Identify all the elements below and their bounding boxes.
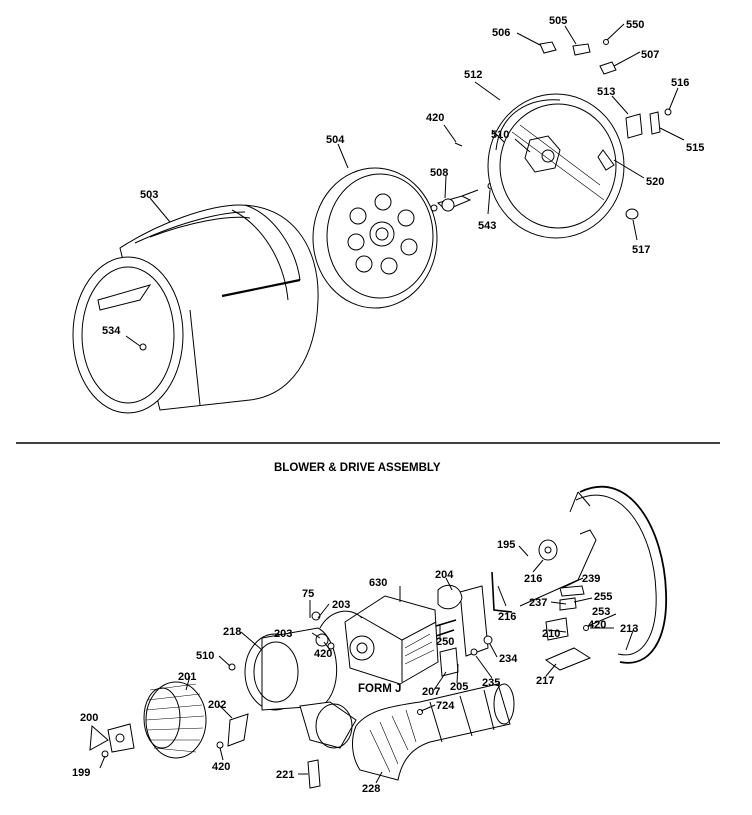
- label-203-upper: 203: [332, 599, 350, 611]
- label-200: 200: [80, 712, 98, 724]
- idler-assembly: [491, 529, 597, 671]
- screw-534: [139, 343, 147, 351]
- blower-housing-218: [244, 610, 363, 749]
- rear-panel-512: [487, 93, 625, 239]
- label-543: 543: [478, 220, 496, 232]
- label-207: 207: [422, 686, 440, 698]
- roller-507: [599, 61, 617, 75]
- screw-510: [228, 663, 236, 671]
- bracket-505: [572, 43, 591, 56]
- label-505: 505: [549, 15, 567, 27]
- bracket-202: [227, 713, 249, 747]
- label-510-top: 510: [491, 129, 509, 141]
- drive-belt-213: [569, 485, 667, 664]
- label-228: 228: [362, 783, 380, 795]
- leader-lines-top: [125, 23, 685, 347]
- label-504: 504: [326, 134, 345, 146]
- label-503: 503: [140, 189, 158, 201]
- label-508: 508: [430, 167, 448, 179]
- screw-420-lower: [216, 741, 224, 749]
- label-213: 213: [620, 623, 638, 635]
- label-534: 534: [102, 325, 121, 337]
- label-210: 210: [542, 628, 560, 640]
- label-507: 507: [641, 49, 659, 61]
- label-199: 199: [72, 767, 90, 779]
- label-513: 513: [597, 86, 615, 98]
- label-202: 202: [208, 699, 226, 711]
- blower-wheel-201: [143, 681, 207, 759]
- label-630: 630: [369, 577, 387, 589]
- label-506: 506: [492, 27, 510, 39]
- label-221: 221: [276, 769, 294, 781]
- label-237: 237: [529, 597, 547, 609]
- label-420-bottom: 420: [212, 761, 230, 773]
- label-235: 235: [482, 677, 500, 689]
- label-510-lower: 510: [196, 650, 214, 662]
- label-420-top: 420: [426, 112, 444, 124]
- seal-221: [307, 759, 321, 789]
- label-216-lower: 216: [498, 611, 516, 623]
- label-217: 217: [536, 675, 554, 687]
- label-517: 517: [632, 244, 650, 256]
- label-239: 239: [582, 573, 600, 585]
- label-724: 724: [436, 700, 455, 712]
- label-512: 512: [464, 69, 482, 81]
- roller-506: [539, 41, 557, 54]
- bracket-200: [107, 723, 135, 753]
- label-550: 550: [626, 19, 644, 31]
- fuse-515: [649, 111, 661, 135]
- label-515: 515: [686, 142, 704, 154]
- motor-mount-205: [437, 584, 493, 677]
- label-201: 201: [178, 671, 196, 683]
- label-255: 255: [594, 591, 612, 603]
- drum-bulkhead-504: [312, 167, 438, 309]
- label-420-mid: 420: [314, 648, 332, 660]
- section-title: BLOWER & DRIVE ASSEMBLY: [274, 462, 441, 474]
- label-216-upper: 216: [524, 573, 542, 585]
- label-75: 75: [302, 588, 314, 600]
- screw-550: [603, 39, 609, 45]
- label-234: 234: [499, 653, 518, 665]
- nut-516: [664, 108, 672, 116]
- label-204: 204: [435, 569, 454, 581]
- screw-420: [454, 142, 463, 147]
- label-203-lower: 203: [274, 628, 292, 640]
- label-250: 250: [436, 636, 454, 648]
- label-205: 205: [450, 681, 468, 693]
- label-195: 195: [497, 539, 515, 551]
- label-516: 516: [671, 77, 689, 89]
- leader-lines-bottom: [89, 545, 635, 784]
- label-520: 520: [646, 176, 664, 188]
- exhaust-duct-228: [352, 683, 515, 781]
- shaft-508: [430, 189, 479, 212]
- part-labels: 503 504 534 420 508 543 512 510 506 505 …: [72, 15, 704, 795]
- grommet-517: [625, 208, 639, 220]
- label-218: 218: [223, 626, 241, 638]
- motor-630: [344, 595, 457, 685]
- switch-513: [625, 113, 643, 139]
- drum-503: [72, 204, 319, 414]
- label-420-right: 420: [588, 619, 606, 631]
- label-253: 253: [592, 606, 610, 618]
- form-label: FORM J: [358, 683, 401, 695]
